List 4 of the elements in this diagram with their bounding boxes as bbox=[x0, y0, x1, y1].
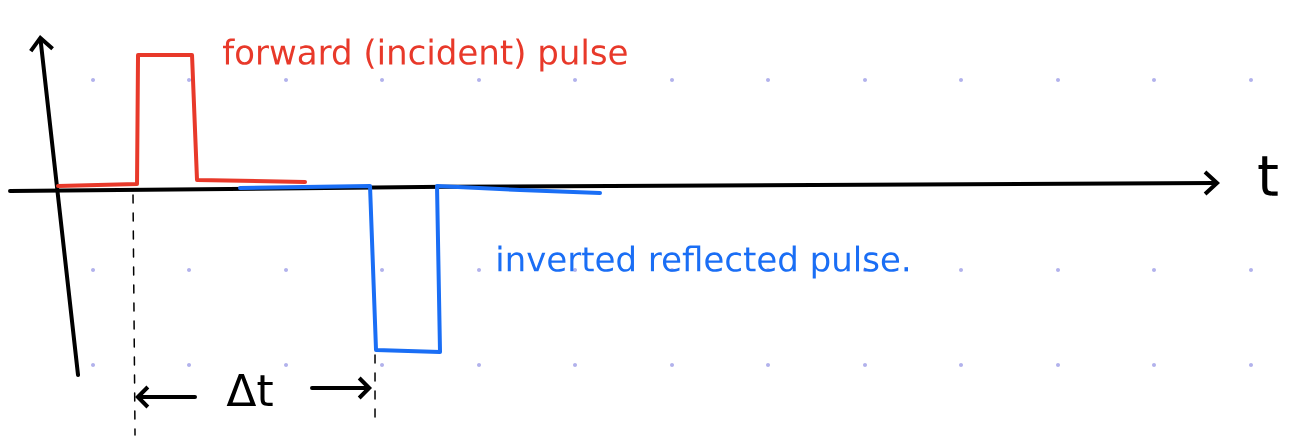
label: forward (incident) pulse bbox=[223, 38, 627, 72]
dimension-label: Δt bbox=[226, 373, 273, 407]
label: inverted reflected pulse. bbox=[498, 245, 908, 279]
axis-label: t bbox=[1258, 156, 1278, 196]
